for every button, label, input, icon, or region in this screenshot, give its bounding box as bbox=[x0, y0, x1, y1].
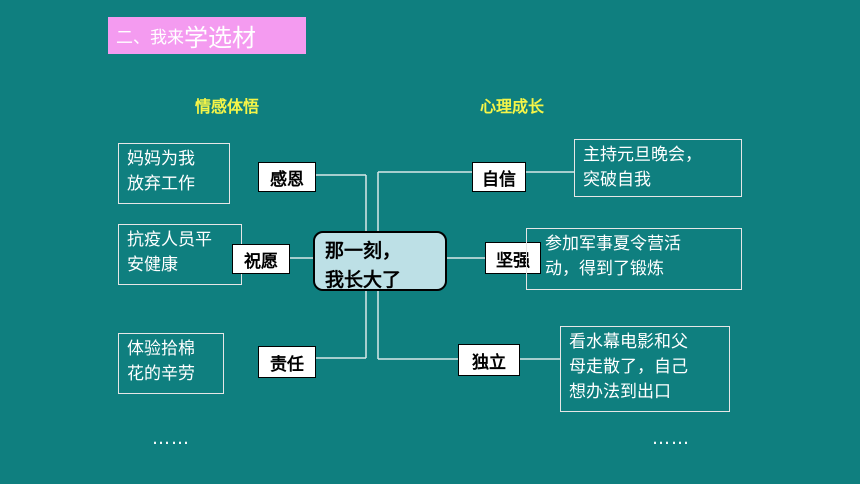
note-left-1-line-2: 放弃工作 bbox=[127, 174, 195, 194]
note-right-1-line-2: 突破自我 bbox=[583, 170, 651, 190]
page-title: 二、我来学选材 bbox=[108, 17, 306, 54]
note-right-2-line-1: 参加军事夏令营活 bbox=[545, 234, 681, 254]
tag-gratitude: 感恩 bbox=[258, 162, 316, 192]
heading-left: 情感体悟 bbox=[195, 97, 260, 116]
tag-confidence: 自信 bbox=[472, 162, 526, 192]
note-left-1-line-1: 妈妈为我 bbox=[127, 149, 195, 169]
note-right-1-line-1: 主持元旦晚会， bbox=[583, 145, 702, 165]
note-right-3-line-1: 看水幕电影和父 bbox=[569, 332, 688, 352]
note-left-3: 体验拾棉 花的辛劳 bbox=[118, 333, 224, 394]
center-line-1: 那一刻， bbox=[325, 240, 402, 262]
center-line-2: 我长大了 bbox=[325, 269, 402, 291]
ellipsis-left: …… bbox=[152, 428, 190, 449]
note-left-2: 抗疫人员平 安健康 bbox=[118, 224, 242, 285]
note-right-3: 看水幕电影和父 母走散了，自己 想办法到出口 bbox=[560, 326, 730, 412]
title-part-2: 学选材 bbox=[184, 24, 256, 52]
note-left-3-line-2: 花的辛劳 bbox=[127, 364, 195, 384]
note-left-3-line-1: 体验拾棉 bbox=[127, 339, 195, 359]
tag-independence: 独立 bbox=[458, 344, 520, 376]
ellipsis-right: …… bbox=[652, 428, 690, 449]
center-topic: 那一刻， 我长大了 bbox=[313, 231, 447, 291]
note-right-1: 主持元旦晚会， 突破自我 bbox=[574, 139, 742, 197]
note-left-2-line-1: 抗疫人员平 bbox=[127, 230, 212, 250]
heading-right: 心理成长 bbox=[480, 97, 545, 116]
note-right-2-line-2: 动，得到了锻炼 bbox=[545, 259, 664, 279]
note-right-3-line-3: 想办法到出口 bbox=[569, 382, 671, 402]
title-part-1: 二、我来 bbox=[116, 28, 184, 48]
tag-strong: 坚强 bbox=[485, 242, 541, 274]
tag-responsibility: 责任 bbox=[258, 346, 316, 378]
note-right-3-line-2: 母走散了，自己 bbox=[569, 357, 688, 377]
note-left-1: 妈妈为我 放弃工作 bbox=[118, 143, 230, 204]
note-right-2: 参加军事夏令营活 动，得到了锻炼 bbox=[526, 228, 742, 290]
note-left-2-line-2: 安健康 bbox=[127, 255, 178, 275]
tag-wish: 祝愿 bbox=[232, 244, 290, 274]
